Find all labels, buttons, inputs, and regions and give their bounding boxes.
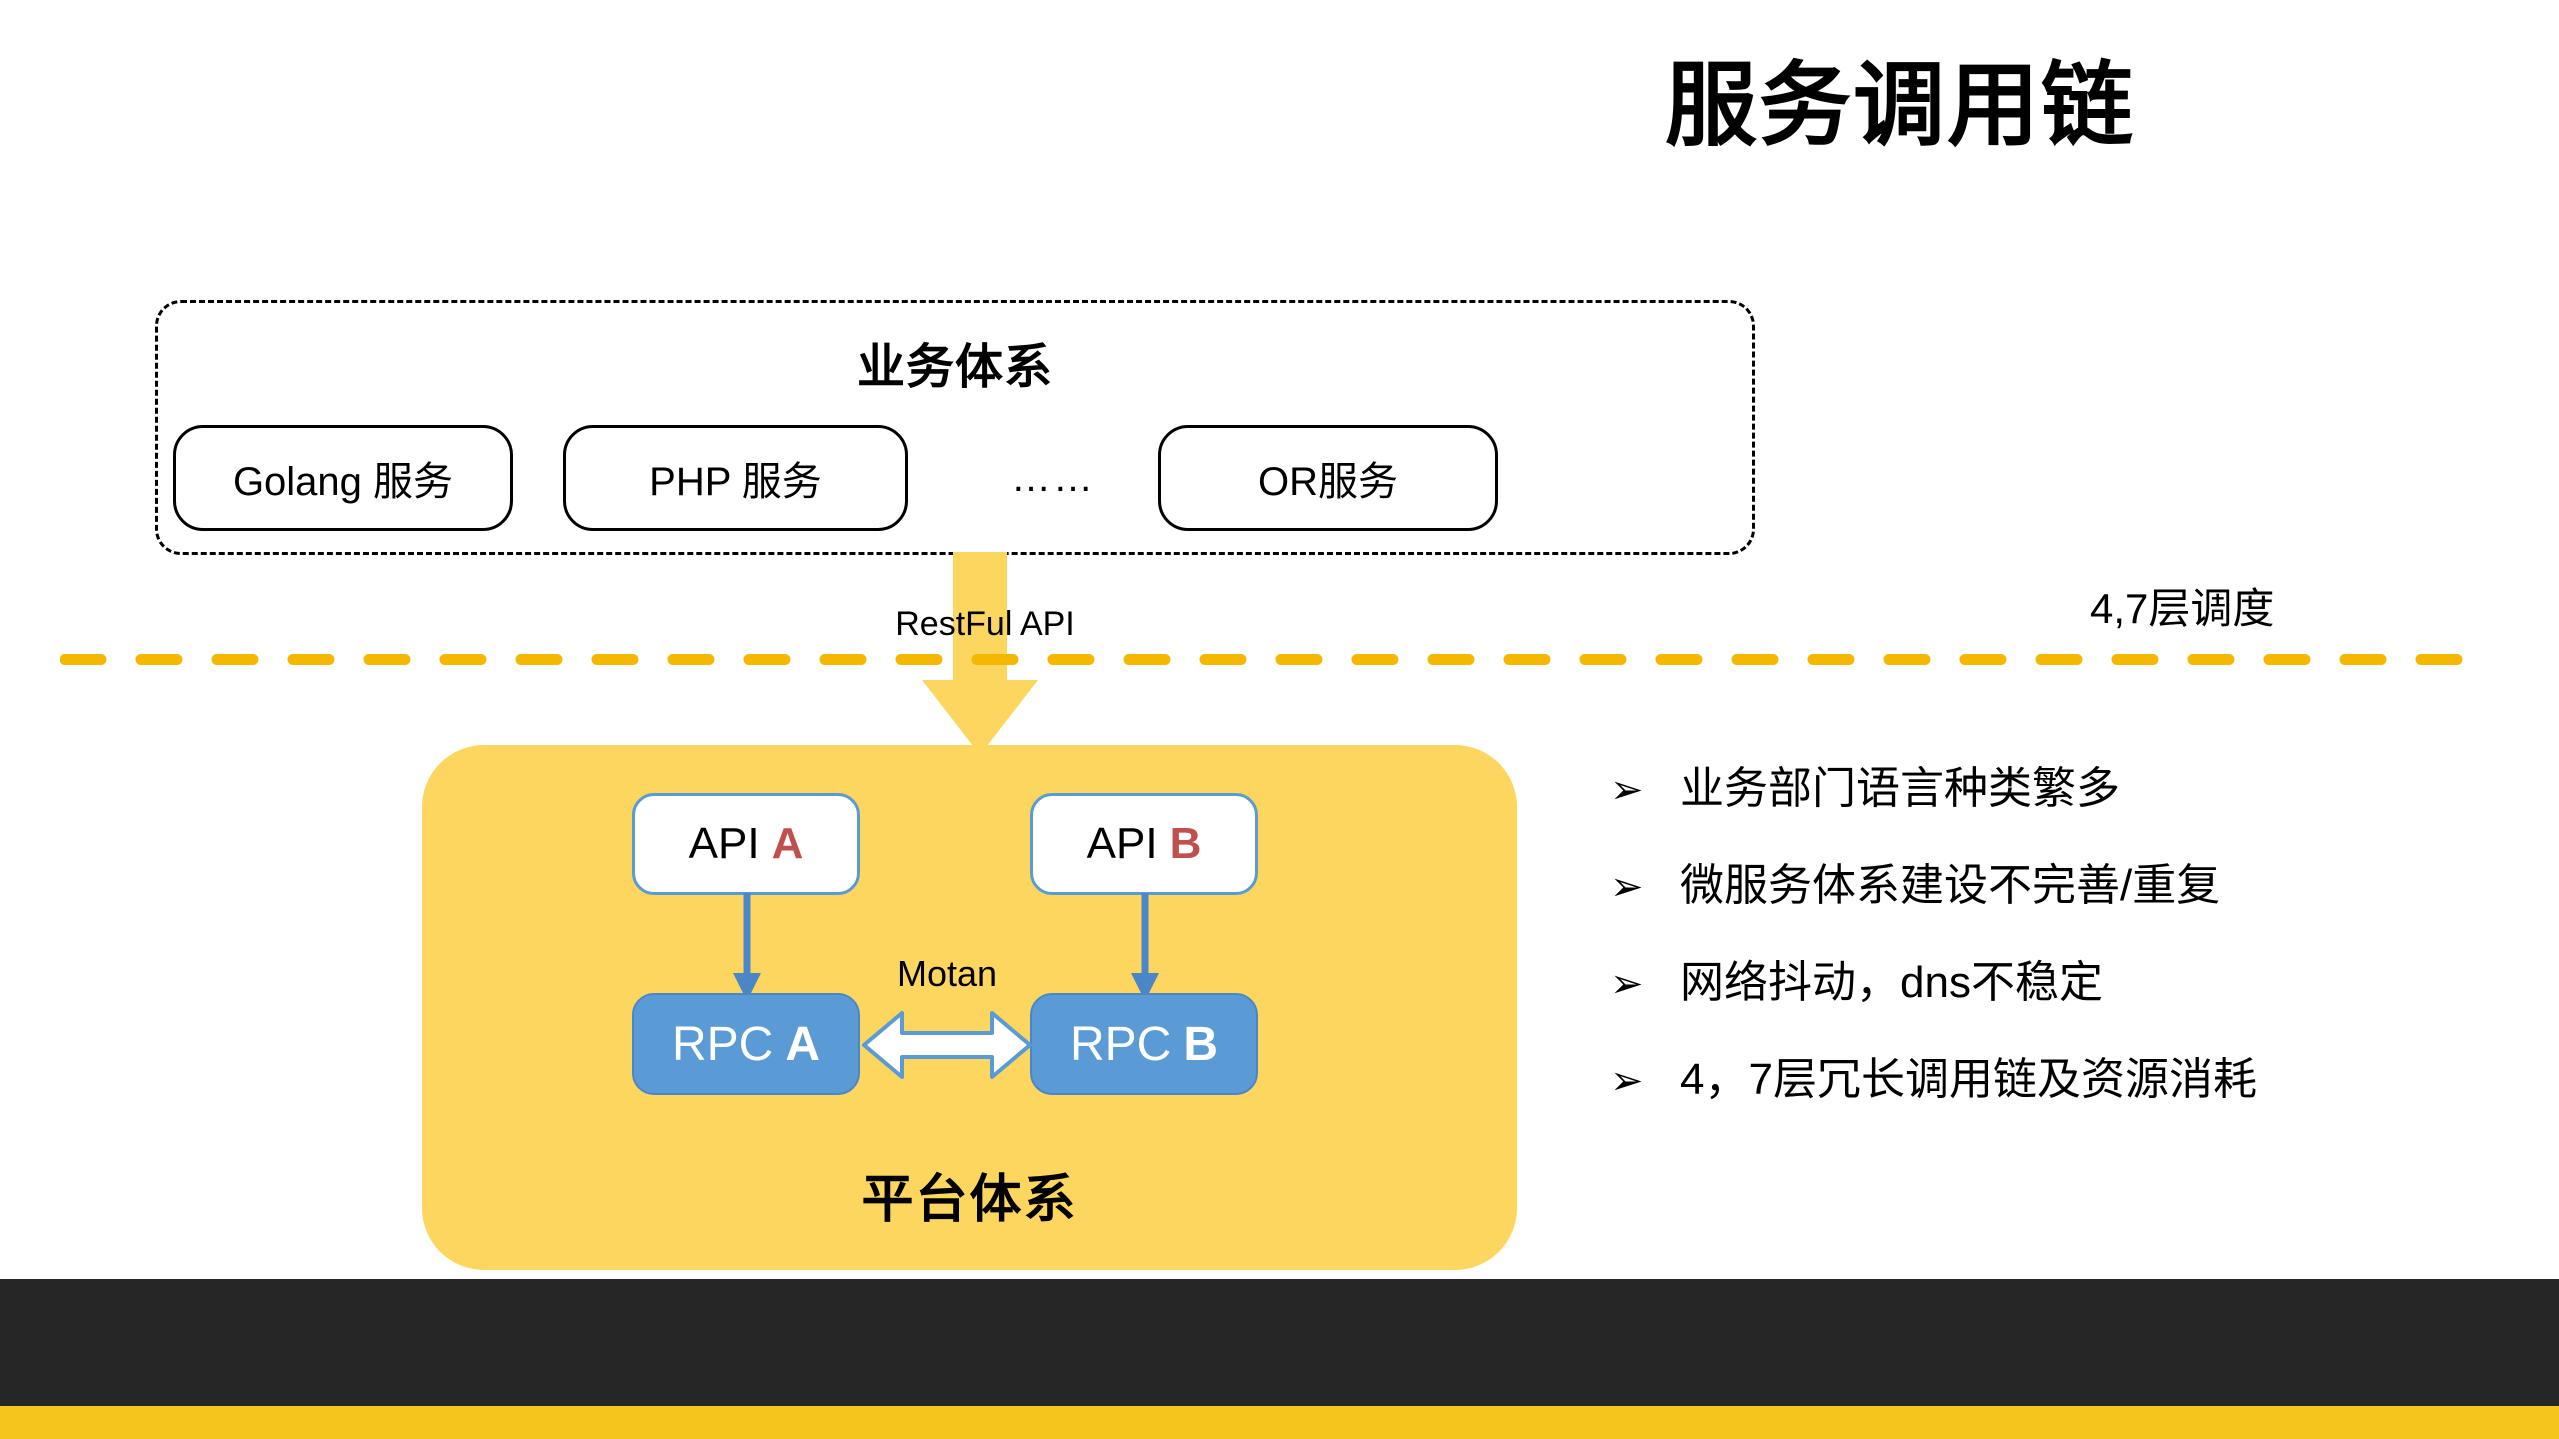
service-box-php-label: PHP 服务 — [649, 460, 822, 504]
service-list-ellipsis: …… — [958, 425, 1148, 531]
service-box-golang[interactable]: Golang 服务 — [173, 425, 513, 531]
service-box-or-label: OR服务 — [1258, 460, 1398, 504]
rpc-box-a-prefix: RPC — [671, 1017, 774, 1071]
page-title: 服务调用链 — [1664, 55, 2135, 157]
issue-item-label: 网络抖动，dns不稳定 — [1680, 958, 2103, 1007]
footer-accent-bar — [0, 1406, 2559, 1439]
arrow-bullet-icon: ➢ — [1610, 768, 1644, 812]
api-box-b-letter: B — [1169, 819, 1202, 868]
rpc-box-b[interactable]: RPC B — [1030, 993, 1258, 1095]
issue-item-label: 微服务体系建设不完善/重复 — [1680, 861, 2221, 910]
api-box-a-letter: A — [771, 819, 804, 868]
footer-dark-bar — [0, 1279, 2559, 1406]
arrow-bullet-icon: ➢ — [1610, 962, 1644, 1006]
business-system-container: 业务体系 Golang 服务 PHP 服务 …… OR服务 — [155, 300, 1755, 555]
issue-item-label: 业务部门语言种类繁多 — [1680, 764, 2120, 813]
issue-item-label: 4，7层冗长调用链及资源消耗 — [1680, 1055, 2257, 1104]
rpc-box-a-letter: A — [785, 1017, 820, 1071]
arrow-api-b-to-rpc-b-icon — [1125, 893, 1165, 1003]
arrow-api-a-to-rpc-a-icon — [727, 893, 767, 1003]
list-item: ➢ 业务部门语言种类繁多 — [1610, 752, 2470, 816]
restful-api-label: RestFul API — [895, 605, 1075, 643]
service-box-golang-label: Golang 服务 — [232, 460, 454, 504]
platform-system-container: API A API B RPC A RPC B Motan 平台体系 — [422, 745, 1517, 1270]
restful-api-arrow-icon — [920, 552, 1040, 757]
layer-divider-line — [59, 652, 2501, 665]
business-system-label: 业务体系 — [856, 341, 1053, 394]
list-item: ➢ 微服务体系建设不完善/重复 — [1610, 849, 2470, 913]
arrow-bullet-icon: ➢ — [1610, 1059, 1644, 1103]
list-item: ➢ 4，7层冗长调用链及资源消耗 — [1610, 1043, 2470, 1107]
issue-list: ➢ 业务部门语言种类繁多 ➢ 微服务体系建设不完善/重复 ➢ 网络抖动，dns不… — [1610, 752, 2470, 1140]
api-box-b[interactable]: API B — [1030, 793, 1258, 895]
motan-link-label: Motan — [896, 953, 998, 994]
rpc-box-b-letter: B — [1183, 1017, 1218, 1071]
api-box-a-prefix: API — [688, 819, 760, 868]
layer-divider-label: 4,7层调度 — [2090, 585, 2275, 632]
platform-system-label: 平台体系 — [861, 1171, 1078, 1229]
api-box-a[interactable]: API A — [632, 793, 860, 895]
motan-bidirectional-arrow-icon — [862, 1007, 1032, 1083]
rpc-box-b-prefix: RPC — [1069, 1017, 1172, 1071]
rpc-box-a[interactable]: RPC A — [632, 993, 860, 1095]
api-box-b-prefix: API — [1086, 819, 1158, 868]
service-box-or[interactable]: OR服务 — [1158, 425, 1498, 531]
service-ellipsis-label: …… — [1011, 455, 1095, 500]
list-item: ➢ 网络抖动，dns不稳定 — [1610, 946, 2470, 1010]
arrow-bullet-icon: ➢ — [1610, 865, 1644, 909]
service-box-php[interactable]: PHP 服务 — [563, 425, 908, 531]
